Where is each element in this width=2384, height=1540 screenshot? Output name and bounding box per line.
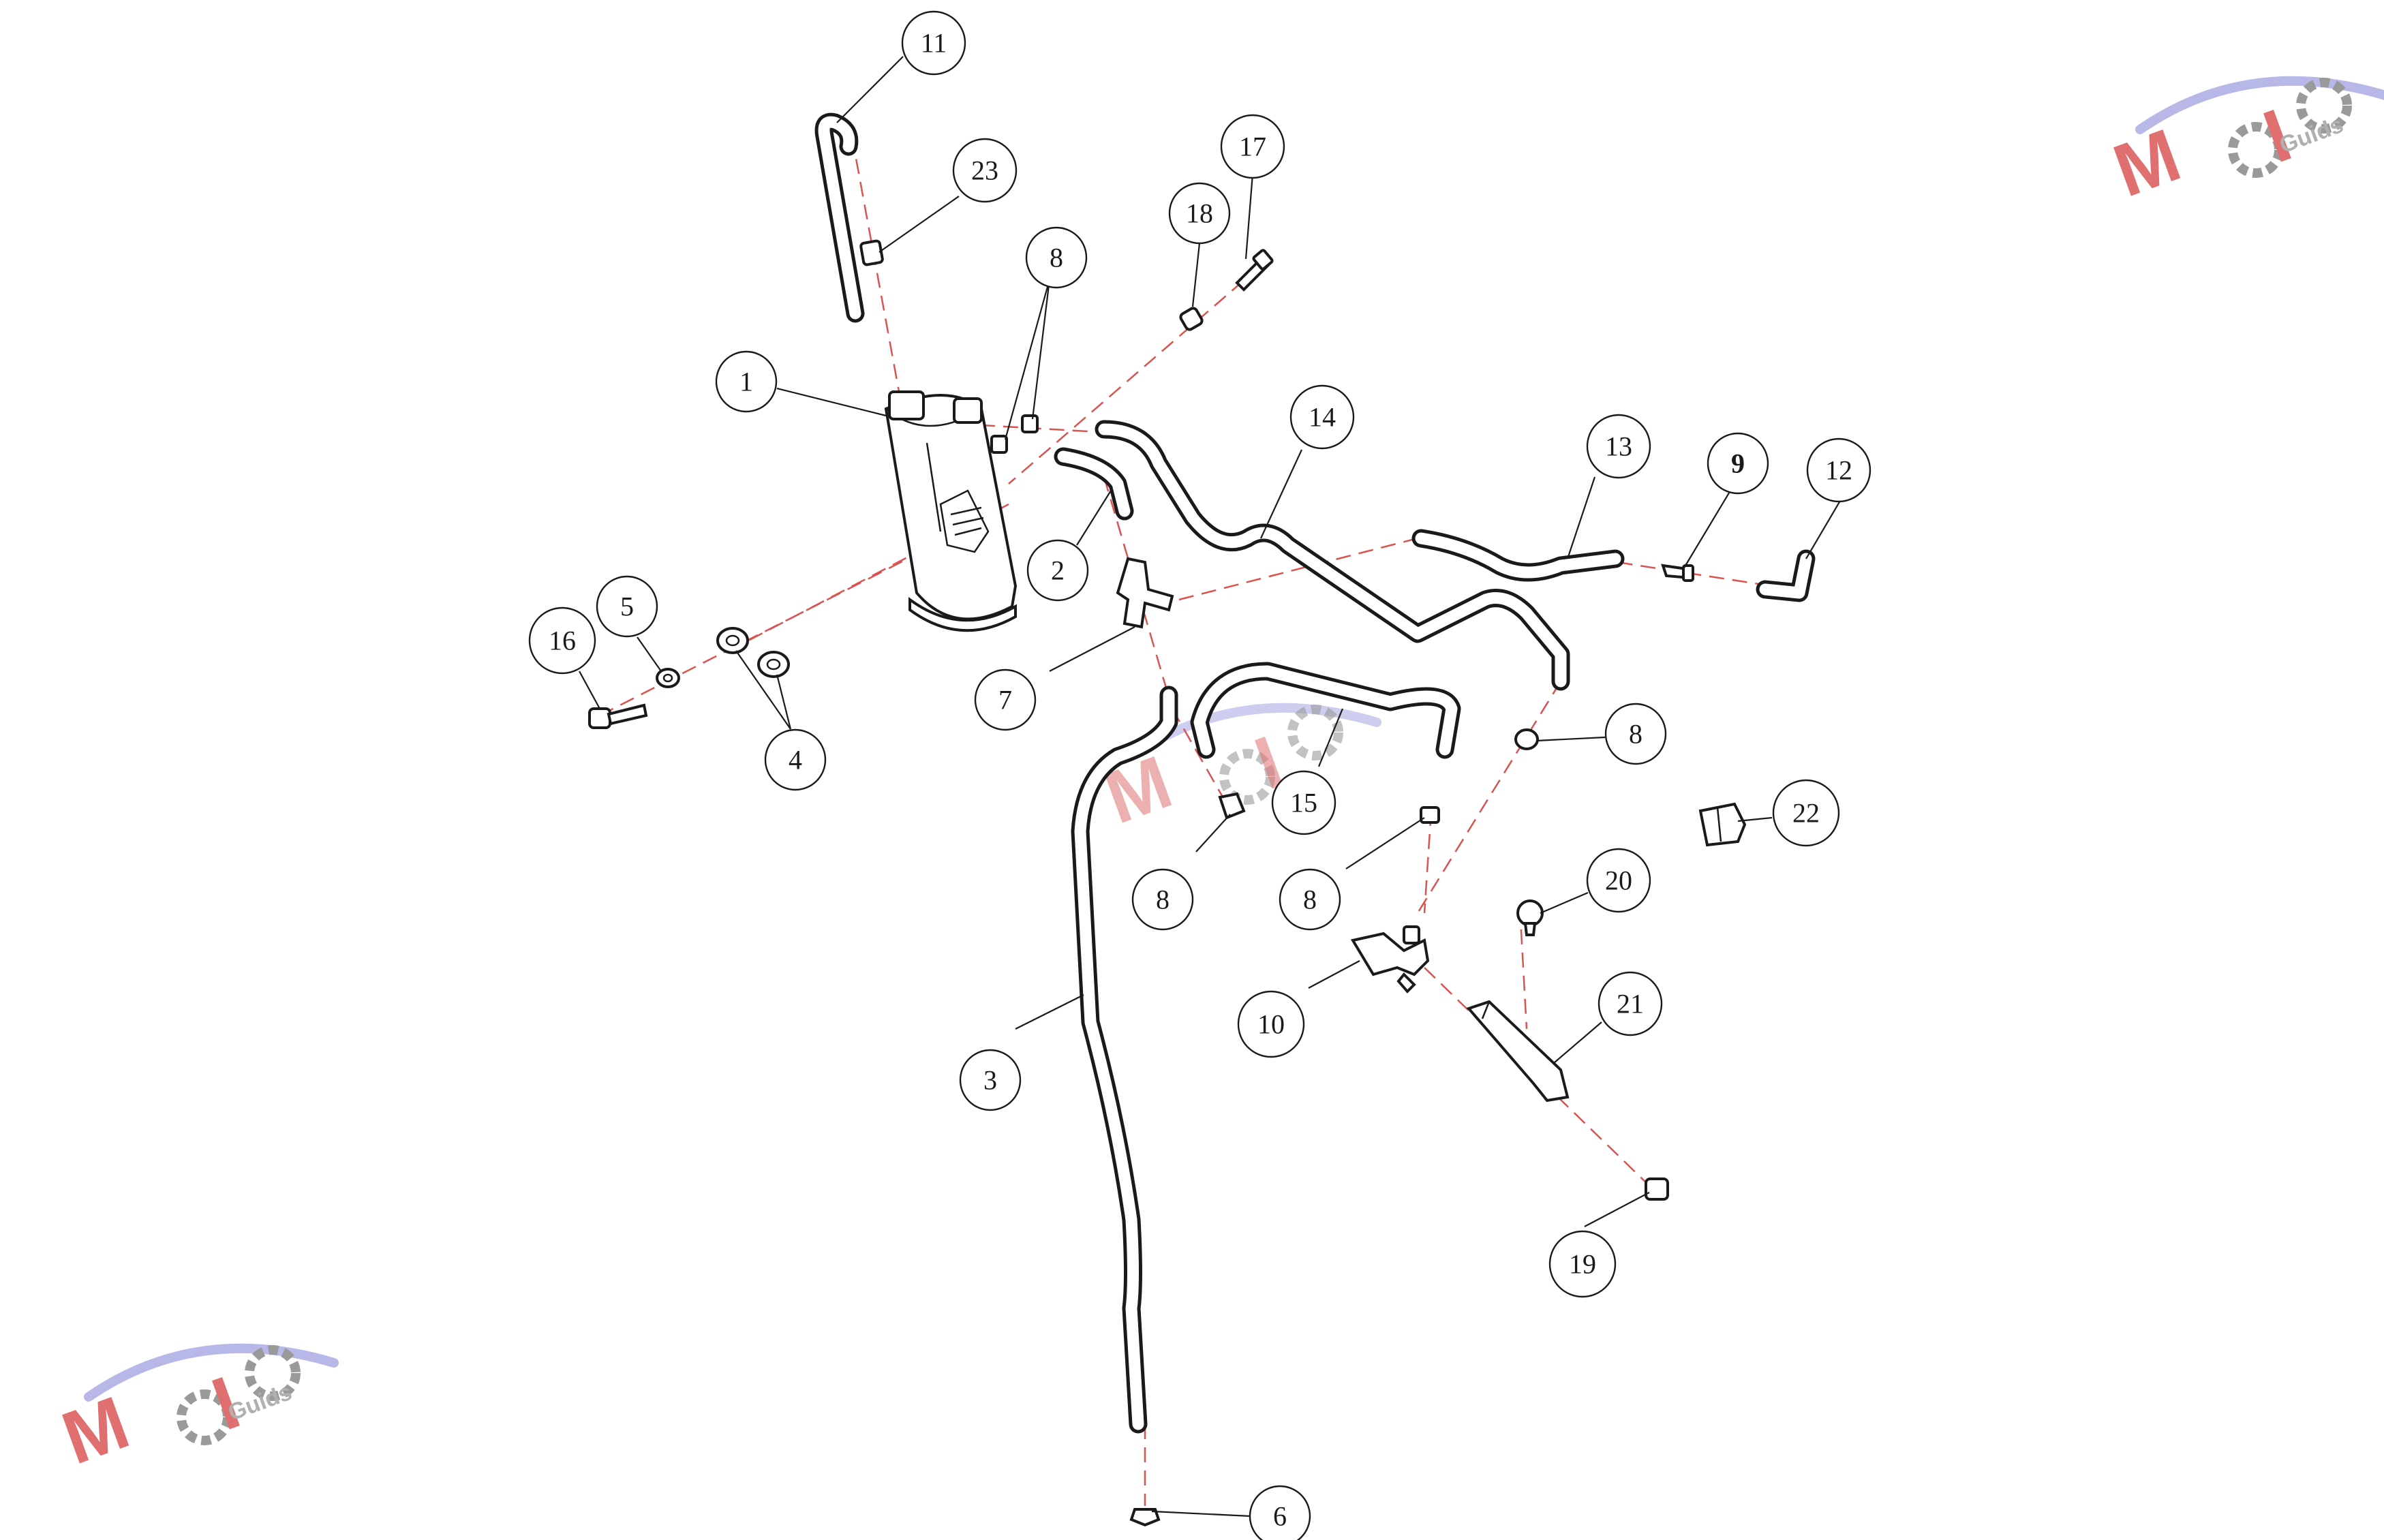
part-15-hose [1190,662,1461,759]
alignment-lines [599,136,1773,1506]
callout-label: 11 [921,28,947,59]
callout-label: 8 [1050,243,1063,273]
callout-22: 22 [1772,779,1840,847]
leader-lines [579,56,1841,1518]
callout-8: 8 [1279,868,1341,931]
part-8-clip-d [1514,728,1539,750]
part-3-hose [1071,686,1178,1434]
part-8-clip-a [990,414,1039,454]
part-10-valve [1350,925,1430,994]
watermark-sub-text-bl: Guids [225,1379,296,1426]
callout-18: 18 [1168,182,1231,245]
callout-6: 6 [1249,1485,1311,1540]
callout-16: 16 [528,606,596,675]
part-21-bracket [1466,1000,1570,1103]
callout-4: 4 [764,728,827,791]
part-8-clip-b [1218,792,1246,820]
callout-15: 15 [1271,770,1336,835]
part-8-clip-c [1420,806,1440,824]
callout-label: 18 [1186,198,1213,229]
part-19-nut [1645,1177,1669,1201]
part-7-t-fitting [1116,557,1174,629]
part-14-hose [1095,420,1570,691]
callout-11: 11 [901,10,966,76]
callout-label: 1 [739,367,753,397]
part-5-washer [656,668,680,688]
part-23-sleeve [859,239,884,266]
callout-1: 1 [715,350,778,413]
callout-label: 10 [1257,1009,1285,1040]
callout-label: 9 [1731,448,1745,479]
callout-label: 19 [1569,1249,1596,1280]
callout-14: 14 [1289,384,1355,450]
part-16-bolt [588,703,648,729]
part-22-collar [1698,802,1747,847]
callout-label: 5 [620,591,634,622]
part-11-hose [814,112,865,323]
callout-17: 17 [1220,114,1285,179]
callout-9: 9 [1707,432,1769,495]
callout-label: 3 [983,1065,997,1096]
part-13-hose [1411,529,1625,582]
callout-label: 16 [549,626,576,656]
callout-8: 8 [1131,868,1194,931]
callout-label: 14 [1309,402,1336,433]
part-20-bolt [1516,899,1544,936]
callout-23: 23 [952,138,1018,203]
watermark-logo-bottom-left: M I Guids [52,1343,339,1481]
callout-label: 8 [1629,719,1642,750]
callout-label: 23 [971,155,998,186]
callout-label: 13 [1605,431,1632,462]
callout-10: 10 [1237,990,1305,1058]
part-18-washer [1179,307,1204,331]
callout-label: 8 [1303,884,1317,915]
callout-5: 5 [596,575,658,638]
part-17-bolt [1235,249,1274,292]
svg-text:M: M [52,1381,139,1481]
callout-21: 21 [1598,971,1663,1036]
callout-label: 20 [1605,865,1632,896]
callout-label: 8 [1156,884,1170,915]
callout-12: 12 [1806,437,1871,503]
part-9-nipple [1661,564,1694,582]
callout-13: 13 [1586,414,1651,479]
callout-2: 2 [1026,539,1089,602]
callout-label: 12 [1825,455,1852,486]
part-12-hose [1756,549,1816,602]
callout-20: 20 [1586,848,1651,913]
callout-19: 19 [1548,1230,1617,1298]
callout-label: 2 [1051,555,1065,586]
callout-label: 22 [1792,798,1820,829]
callout-3: 3 [959,1049,1022,1111]
part-2-hose [1054,447,1134,521]
part-4-grommets [716,627,790,678]
watermark-sub-text: Guids [2276,112,2347,159]
callout-7: 7 [974,668,1037,731]
watermark-logo-top-right: M I Guids [2103,76,2384,213]
callout-8: 8 [1025,226,1088,289]
callout-label: 15 [1290,788,1317,818]
callout-label: 6 [1273,1501,1287,1532]
callout-label: 21 [1617,989,1644,1019]
callout-label: 4 [789,745,802,775]
part-6-clip [1129,1508,1161,1527]
callout-label: 17 [1239,132,1266,162]
callout-8: 8 [1604,703,1667,765]
part-1-canister [884,390,1018,632]
svg-text:M: M [2103,113,2190,213]
callout-label: 7 [998,685,1012,715]
